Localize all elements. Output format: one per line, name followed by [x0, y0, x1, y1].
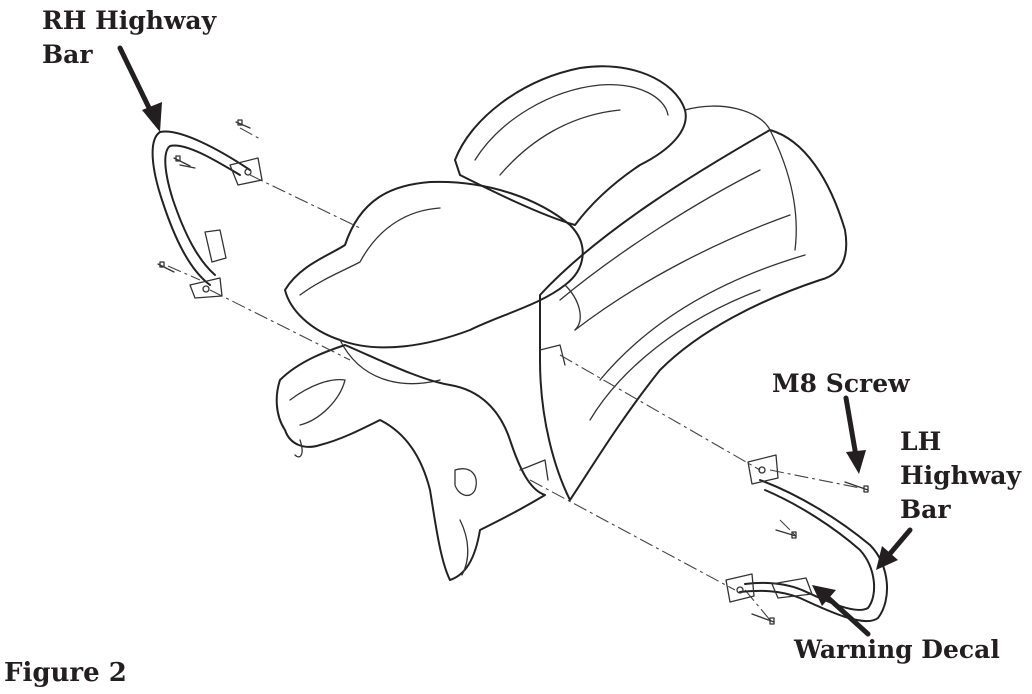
rider-seat: [284, 180, 584, 385]
lh-highway-bar-label-line2: Highway: [900, 461, 1022, 490]
rh-screws: [157, 119, 251, 273]
rh-highway-bar-label: RH Highway Bar: [42, 4, 216, 72]
figure-caption: Figure 2: [4, 658, 127, 688]
lh-highway-bar: [725, 454, 888, 623]
lh-screws: [751, 481, 869, 625]
warning-decal-arrow: [812, 585, 871, 637]
lh-highway-bar-label: LH Highway Bar: [900, 425, 1021, 527]
lh-highway-bar-label-line1: LH: [900, 427, 942, 456]
rh-highway-bar-label-line1: RH Highway: [42, 6, 217, 35]
rh-highway-bar-label-line2: Bar: [42, 40, 93, 69]
rh-bar-arrow: [117, 45, 162, 132]
lh-bar-arrow: [876, 527, 913, 570]
m8-screw-label: M8 Screw: [772, 369, 910, 398]
rear-fender: [539, 129, 848, 501]
alignment-lines: [167, 127, 861, 621]
rh-highway-bar: [151, 130, 263, 299]
lh-highway-bar-label-line3: Bar: [900, 495, 951, 524]
frame-side-cover: [275, 344, 566, 581]
warning-decal-label: Warning Decal: [794, 635, 1000, 664]
m8-screw-arrow: [843, 395, 866, 474]
passenger-seat: [454, 65, 771, 226]
